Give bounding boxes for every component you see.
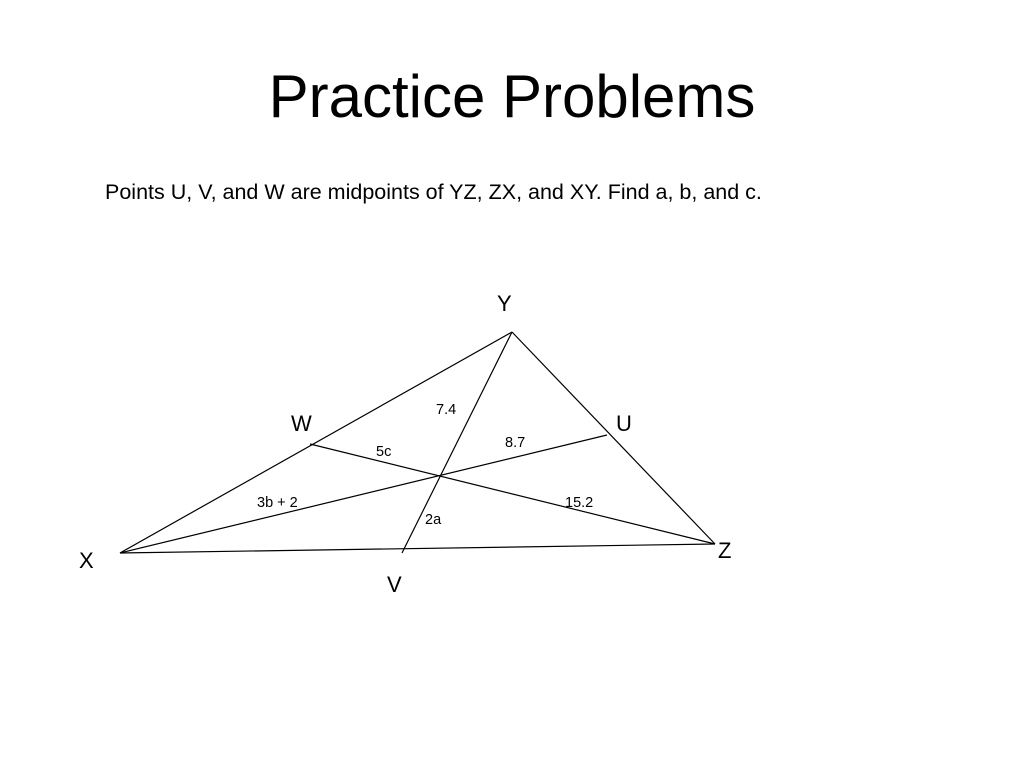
segment-label-wg: 5c <box>376 444 391 460</box>
vertex-label-y: Y <box>497 291 512 316</box>
vertex-label-v: V <box>387 572 402 597</box>
vertex-label-w: W <box>291 411 312 436</box>
segment-label-gv: 2a <box>425 512 442 528</box>
vertex-label-x: X <box>79 548 94 573</box>
segment-label-gz: 15.2 <box>565 495 593 511</box>
median-z-w <box>309 443 716 545</box>
median-x-u <box>119 434 608 554</box>
vertex-label-z: Z <box>718 538 731 563</box>
side-zx <box>119 543 716 554</box>
segment-label-gu: 8.7 <box>505 435 525 451</box>
side-yz <box>511 331 716 545</box>
vertex-label-u: U <box>616 411 632 436</box>
problem-statement: Points U, V, and W are midpoints of YZ, … <box>105 180 762 204</box>
median-y-v <box>401 331 513 554</box>
segment-label-xg: 3b + 2 <box>257 495 298 511</box>
slide-title: Practice Problems <box>268 63 756 130</box>
side-xy <box>119 331 513 554</box>
segment-label-yg: 7.4 <box>436 402 456 418</box>
